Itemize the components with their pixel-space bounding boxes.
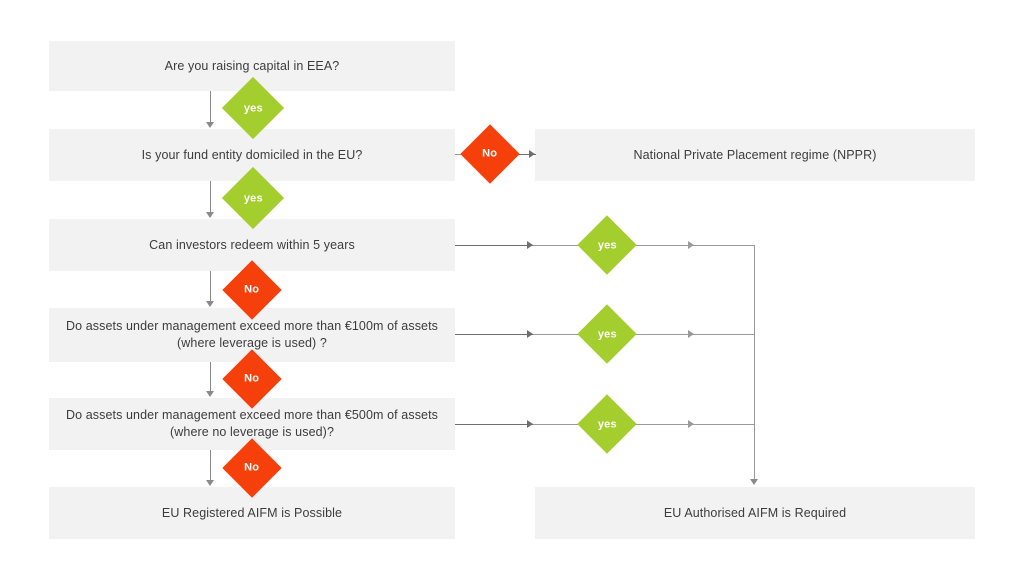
arrowhead-yes5-merge — [688, 420, 694, 428]
node-result-nppr[interactable]: National Private Placement regime (NPPR) — [535, 129, 975, 181]
decision-label: No — [244, 283, 260, 296]
arrowhead-merge-authorised — [750, 479, 758, 485]
node-label: Can investors redeem within 5 years — [149, 237, 355, 252]
node-label: EU Registered AIFM is Possible — [161, 505, 343, 520]
connector-yes4-merge — [636, 334, 754, 335]
arrowhead-q4-yes — [527, 330, 533, 338]
decision-label: No — [482, 147, 498, 160]
connector-no-nppr — [514, 154, 536, 156]
decision-no-q2-to-nppr[interactable]: No — [460, 124, 520, 184]
node-label: Is your fund entity domiciled in the EU? — [141, 147, 363, 162]
connector-q3-q4 — [210, 271, 212, 302]
node-label: Do assets under management exceed more t… — [65, 408, 439, 439]
arrowhead-yes4-merge — [688, 330, 694, 338]
decision-yes-q4-to-authorised[interactable]: yes — [577, 304, 637, 364]
decision-label: yes — [243, 191, 263, 204]
decision-label: yes — [597, 327, 617, 340]
connector-q4-to-diamond — [533, 334, 578, 335]
connector-q5-to-diamond — [533, 424, 578, 425]
node-label: EU Authorised AIFM is Required — [663, 505, 847, 520]
connector-q3-to-diamond — [533, 245, 578, 246]
node-result-eu-authorised-aifm[interactable]: EU Authorised AIFM is Required — [535, 487, 975, 539]
arrowhead-q4-q5 — [206, 391, 214, 397]
decision-label: No — [244, 461, 260, 474]
arrowhead-q5-registered — [206, 480, 214, 486]
connector-q5-registered — [210, 450, 212, 481]
connector-yes3-merge — [636, 245, 754, 246]
arrowhead-q5-yes — [527, 420, 533, 428]
decision-yes-q5-to-authorised[interactable]: yes — [577, 394, 637, 454]
connector-q4-yes-left — [455, 334, 533, 336]
node-label: Do assets under management exceed more t… — [65, 319, 439, 350]
arrowhead-q1-q2 — [206, 122, 214, 128]
connector-q5-yes-left — [455, 424, 533, 426]
decision-label: yes — [597, 417, 617, 430]
decision-label: yes — [243, 101, 263, 114]
connector-q1-q2 — [210, 91, 212, 123]
arrowhead-no-nppr — [529, 150, 535, 158]
decision-label: No — [244, 372, 260, 385]
decision-label: yes — [597, 238, 617, 251]
connector-q3-yes-left — [455, 245, 533, 247]
connector-merge-trunk — [754, 245, 755, 481]
connector-q4-q5 — [210, 362, 212, 392]
connector-q2-q3 — [210, 181, 212, 213]
node-label: Are you raising capital in EEA? — [164, 58, 340, 73]
arrowhead-yes3-merge — [688, 241, 694, 249]
node-label: National Private Placement regime (NPPR) — [633, 147, 877, 162]
arrowhead-q2-q3 — [206, 212, 214, 218]
arrowhead-q3-yes — [527, 241, 533, 249]
decision-yes-q3-to-authorised[interactable]: yes — [577, 215, 637, 275]
connector-yes5-merge — [636, 424, 754, 425]
arrowhead-q3-q4 — [206, 301, 214, 307]
